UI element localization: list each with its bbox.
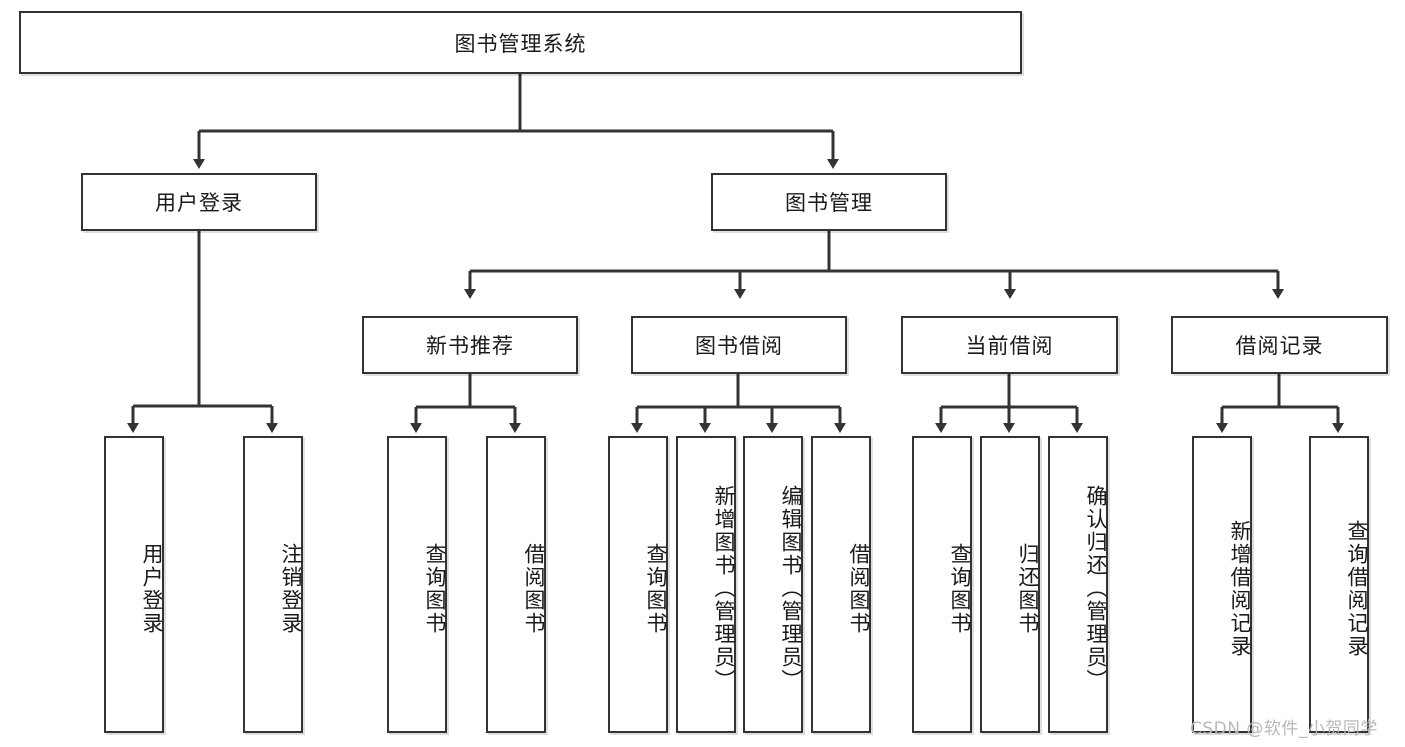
leaf-current-return-book[interactable]: 归还图书 <box>980 436 1040 733</box>
leaf-record-add-record[interactable]: 新增借阅记录 <box>1192 436 1252 733</box>
node-user-login[interactable]: 用户登录 <box>81 173 317 231</box>
node-label: 图书管理系统 <box>454 31 587 56</box>
leaf-borrow-query-book[interactable]: 查询图书 <box>608 436 668 733</box>
leaf-record-query-record[interactable]: 查询借阅记录 <box>1309 436 1369 733</box>
node-book-borrow[interactable]: 图书借阅 <box>631 316 847 374</box>
node-root-system[interactable]: 图书管理系统 <box>19 11 1022 74</box>
node-label: 用户登录 <box>155 191 243 215</box>
leaf-current-confirm-return-admin[interactable]: 确认归还（管理员） <box>1048 436 1108 733</box>
node-label: 编辑图书（管理员） <box>779 485 803 692</box>
node-label: 借阅记录 <box>1235 334 1324 358</box>
node-label: 新增借阅记录 <box>1228 519 1252 658</box>
leaf-recommend-borrow-book[interactable]: 借阅图书 <box>486 436 546 733</box>
node-label: 确认归还（管理员） <box>1084 485 1108 692</box>
leaf-user-login-logout[interactable]: 注销登录 <box>243 436 303 733</box>
leaf-borrow-borrow-book[interactable]: 借阅图书 <box>811 436 871 733</box>
csdn-watermark: CSDN @软件_小贺同学 <box>1190 719 1378 739</box>
node-label: 当前借阅 <box>965 334 1054 358</box>
node-label: 用户登录 <box>140 542 164 635</box>
node-label: 查询图书 <box>644 542 668 635</box>
node-label: 归还图书 <box>1016 542 1040 635</box>
leaf-current-query-book[interactable]: 查询图书 <box>912 436 972 733</box>
leaf-borrow-edit-book-admin[interactable]: 编辑图书（管理员） <box>743 436 803 733</box>
node-label: 查询图书 <box>948 542 972 635</box>
node-new-book-recommend[interactable]: 新书推荐 <box>362 316 578 374</box>
node-borrow-record[interactable]: 借阅记录 <box>1171 316 1388 374</box>
node-label: 查询图书 <box>423 542 447 635</box>
node-label: 注销登录 <box>279 542 303 635</box>
node-label: 图书管理 <box>785 191 873 215</box>
node-label: 新书推荐 <box>426 334 514 358</box>
leaf-user-login-login[interactable]: 用户登录 <box>104 436 164 733</box>
node-label: 查询借阅记录 <box>1345 519 1369 658</box>
node-label: 借阅图书 <box>847 542 871 635</box>
node-book-management[interactable]: 图书管理 <box>711 173 947 231</box>
leaf-recommend-query-book[interactable]: 查询图书 <box>387 436 447 733</box>
node-current-borrow[interactable]: 当前借阅 <box>901 316 1118 374</box>
node-label: 借阅图书 <box>522 542 546 635</box>
node-label: 新增图书（管理员） <box>712 485 736 692</box>
leaf-borrow-add-book-admin[interactable]: 新增图书（管理员） <box>676 436 736 733</box>
node-label: 图书借阅 <box>695 334 783 358</box>
